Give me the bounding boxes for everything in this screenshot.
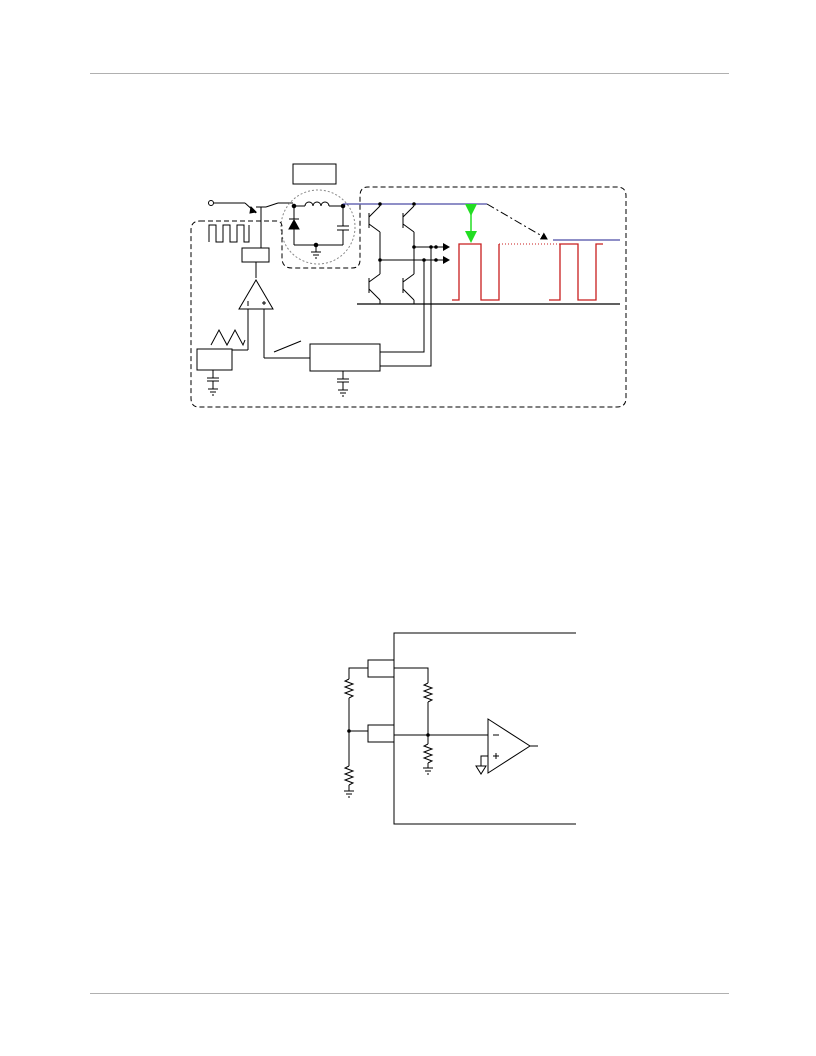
left-top-wire [348, 667, 368, 679]
op-amp [487, 718, 538, 774]
filter-highlight [280, 189, 356, 265]
feedback-slash [273, 340, 302, 353]
envelope-capacitor [337, 371, 349, 397]
opamp-ref-wire [480, 755, 488, 766]
pwm-waveform [208, 224, 250, 243]
envelope-detector-box [309, 343, 381, 372]
gate-driver-box [241, 247, 270, 263]
oscillator-box [196, 348, 233, 371]
header-rule [90, 73, 729, 74]
triangle-waveform [210, 328, 246, 347]
reference-ground-symbol [475, 765, 487, 775]
freewheel-diode [288, 206, 343, 246]
filter-ground [311, 245, 321, 259]
rail-tracking-arrow [486, 203, 548, 240]
output-waveform-left [452, 243, 500, 301]
footer-rule [90, 993, 729, 994]
right-resistor-bottom [422, 743, 434, 764]
output-transistor-bottom-left [368, 273, 381, 301]
output-transistor-bottom-right [402, 273, 415, 301]
input-terminal [208, 200, 245, 206]
class-h-supply-diagram [190, 163, 627, 408]
sense-amplifier-diagram [343, 632, 576, 825]
pwm-comparator [238, 279, 274, 310]
sense-wire-2 [380, 247, 432, 367]
right-resistor-top [422, 682, 434, 703]
output-waveform-right [549, 243, 603, 301]
top-terminal-box [367, 659, 395, 678]
left-ground [344, 785, 354, 798]
bottom-terminal-box [367, 724, 395, 743]
chip-boundary [393, 632, 576, 825]
output-transistor-top-right [402, 205, 415, 233]
right-top-wire [394, 667, 429, 683]
sense-wire-1 [380, 260, 425, 353]
supply-label-box [292, 163, 337, 185]
output-transistor-top-left [368, 204, 381, 233]
pass-transistor [244, 202, 279, 240]
right-ground [423, 763, 433, 775]
left-resistor-top [343, 678, 355, 699]
left-resistor-bottom [343, 765, 355, 786]
filter-capacitor [337, 206, 349, 245]
controller-boundary [190, 186, 627, 408]
oscillator-capacitor [207, 370, 219, 396]
buck-inductor [293, 201, 343, 207]
